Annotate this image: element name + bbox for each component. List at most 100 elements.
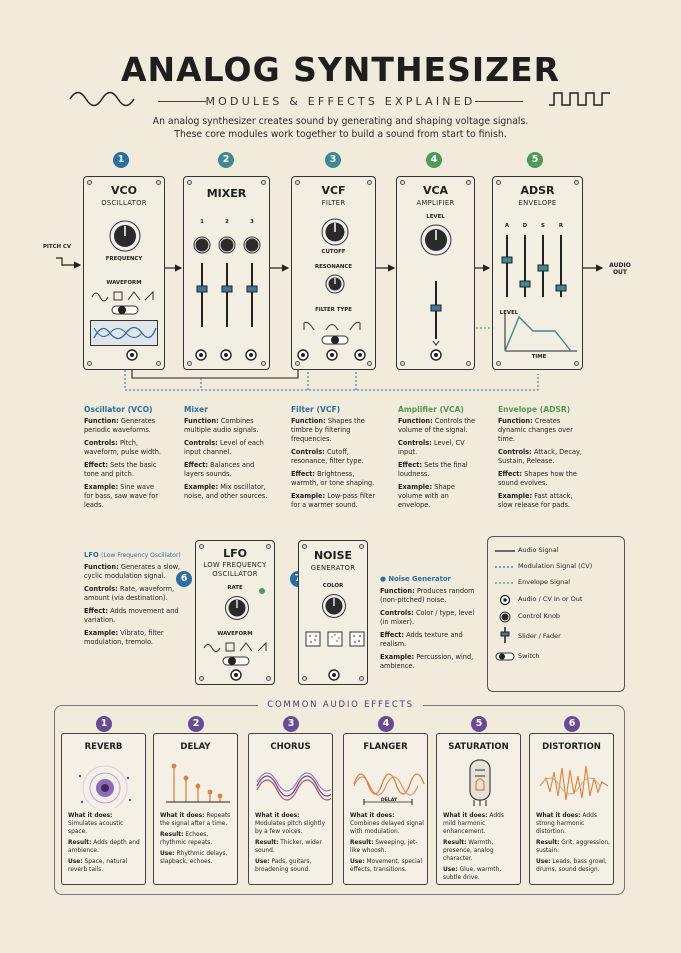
audio-out-jack[interactable] <box>126 349 138 361</box>
vco-description: Oscillator (VCO) Function: Generates per… <box>84 405 164 514</box>
module-title: ADSR <box>520 184 555 197</box>
audio-out-label: AUDIO OUT <box>604 262 636 276</box>
waveform-label: WAVEFORM <box>217 631 253 637</box>
rate-led <box>259 588 265 594</box>
vca-out-jack[interactable] <box>430 349 442 361</box>
module-subtitle: GENERATOR <box>310 564 356 572</box>
knob-label: LEVEL <box>426 214 445 220</box>
vcf-description: Filter (VCF) Function: Shapes the timbre… <box>291 405 379 514</box>
module-subtitle: OSCILLATOR <box>101 199 147 207</box>
description-title: Amplifier (VCA) <box>398 405 464 414</box>
color-knob[interactable] <box>321 593 347 619</box>
module-title: NOISE <box>313 549 353 562</box>
description-title: Envelope (ADSR) <box>498 405 571 414</box>
knob-label: RESONANCE <box>314 264 353 270</box>
vco-module: VCO OSCILLATOR FREQUENCY WAVEFORM <box>83 176 165 370</box>
page-title: ANALOG SYNTHESIZER <box>120 50 561 89</box>
waveform-switch[interactable] <box>111 304 139 316</box>
legend-audio-signal: Audio Signal <box>518 546 559 554</box>
waveform-icons <box>91 290 154 302</box>
filter-type-label: FILTER TYPE <box>315 307 352 313</box>
module-subtitle: ENVELOPE <box>518 199 557 207</box>
waveform-switch[interactable] <box>222 655 250 667</box>
effect-description: What it does: Modulates pitch slightly b… <box>255 813 326 873</box>
effects-title: COMMON AUDIO EFFECTS <box>258 700 423 710</box>
description-title: Oscillator (VCO) <box>84 405 153 414</box>
filter-type-switch[interactable] <box>321 334 349 346</box>
effect-card-delay: DELAY What it does: Repeats the signal af… <box>153 733 238 885</box>
legend-slider: Slider / Fader <box>518 632 561 640</box>
resonance-knob[interactable] <box>324 273 346 295</box>
adsr-description: Envelope (ADSR) Function: Creates dynami… <box>498 405 582 509</box>
delay-axis-label: DELAY <box>380 798 398 803</box>
effect-name: DELAY <box>180 742 211 752</box>
legend-envelope-signal: Envelope Signal <box>518 578 571 586</box>
level-knob[interactable] <box>419 223 453 257</box>
effect-description: What it does: Adds mild harmonic enhance… <box>443 813 504 881</box>
waveform-display <box>90 320 158 346</box>
legend-symbols <box>495 550 515 661</box>
mixer-controls[interactable] <box>190 235 266 335</box>
effect-number-3: 3 <box>283 716 299 732</box>
mixer-module: MIXER 1 2 3 <box>183 176 270 370</box>
effect-description: What it does: Combines delayed signal wi… <box>350 813 424 873</box>
channel-label: 2 <box>225 219 229 225</box>
adsr-module: ADSR ENVELOPE A D S R LEVEL TIME <box>492 176 583 370</box>
description-title: Filter (VCF) <box>291 405 341 414</box>
description-title: Mixer <box>184 405 208 414</box>
divider <box>475 101 523 102</box>
waveform-label: WAVEFORM <box>106 280 142 286</box>
knob-label: COLOR <box>322 583 344 589</box>
attack-label: A <box>504 223 510 229</box>
effect-number-4: 4 <box>378 716 394 732</box>
effect-card-saturation: SATURATION What it does: Adds mild harmon… <box>436 733 521 885</box>
legend-switch: Switch <box>518 652 540 660</box>
noise-type-buttons[interactable] <box>305 631 365 647</box>
rate-knob[interactable] <box>224 595 250 621</box>
legend: Audio Signal Modulation Signal (CV) Enve… <box>487 536 625 692</box>
frequency-knob[interactable] <box>108 219 142 253</box>
effect-name: FLANGER <box>363 742 408 752</box>
module-number-1: 1 <box>113 152 129 168</box>
delay-visual <box>166 763 230 803</box>
effect-card-distortion: DISTORTION What it does: Adds strong harm… <box>529 733 614 885</box>
noise-out-jack[interactable] <box>328 669 340 681</box>
filter-type-icons <box>303 321 361 331</box>
module-subtitle: LOW FREQUENCY <box>203 561 267 569</box>
effect-card-flanger: FLANGER DELAY What it does: Combines delay… <box>343 733 428 885</box>
effect-name: CHORUS <box>270 742 311 752</box>
decay-label: D <box>522 223 528 229</box>
mixer-description: Mixer Function: Combines multiple audio … <box>184 405 274 505</box>
lfo-module: LFO LOW FREQUENCY OSCILLATOR RATE WAVEFO… <box>195 540 275 685</box>
mixer-input-jacks[interactable] <box>194 349 262 361</box>
envelope-graph <box>504 313 577 352</box>
effect-description: What it does: Adds strong harmonic disto… <box>536 813 610 873</box>
page-subtitle: MODULES & EFFECTS EXPLAINED <box>205 95 476 108</box>
chorus-visual <box>256 772 331 801</box>
module-title: VCA <box>422 184 449 197</box>
cutoff-knob[interactable] <box>320 217 350 247</box>
module-number-2: 2 <box>218 152 234 168</box>
module-number-6: 6 <box>176 571 192 587</box>
cv-slider[interactable] <box>429 277 443 347</box>
module-subtitle: OSCILLATOR <box>212 570 258 578</box>
module-title: MIXER <box>206 187 247 200</box>
reverb-visual <box>78 765 132 808</box>
effect-description: What it does: Repeats the signal after a… <box>160 813 231 865</box>
effect-number-6: 6 <box>564 716 580 732</box>
module-number-3: 3 <box>325 152 341 168</box>
knob-label: RATE <box>227 585 243 591</box>
audio-out-line: AUDIO <box>609 262 631 269</box>
legend-knob: Control Knob <box>518 612 561 620</box>
vcf-jacks[interactable] <box>296 349 372 361</box>
noise-description: ● Noise Generator Function: Produces ran… <box>380 575 475 670</box>
release-label: R <box>558 223 564 229</box>
effect-name: DISTORTION <box>542 742 601 752</box>
graph-level-label: LEVEL <box>499 310 519 316</box>
intro-line: An analog synthesizer creates sound by g… <box>152 116 529 127</box>
adsr-sliders[interactable] <box>499 233 575 303</box>
effect-name: SATURATION <box>448 742 509 752</box>
divider <box>158 101 206 102</box>
lfo-out-jack[interactable] <box>230 669 242 681</box>
